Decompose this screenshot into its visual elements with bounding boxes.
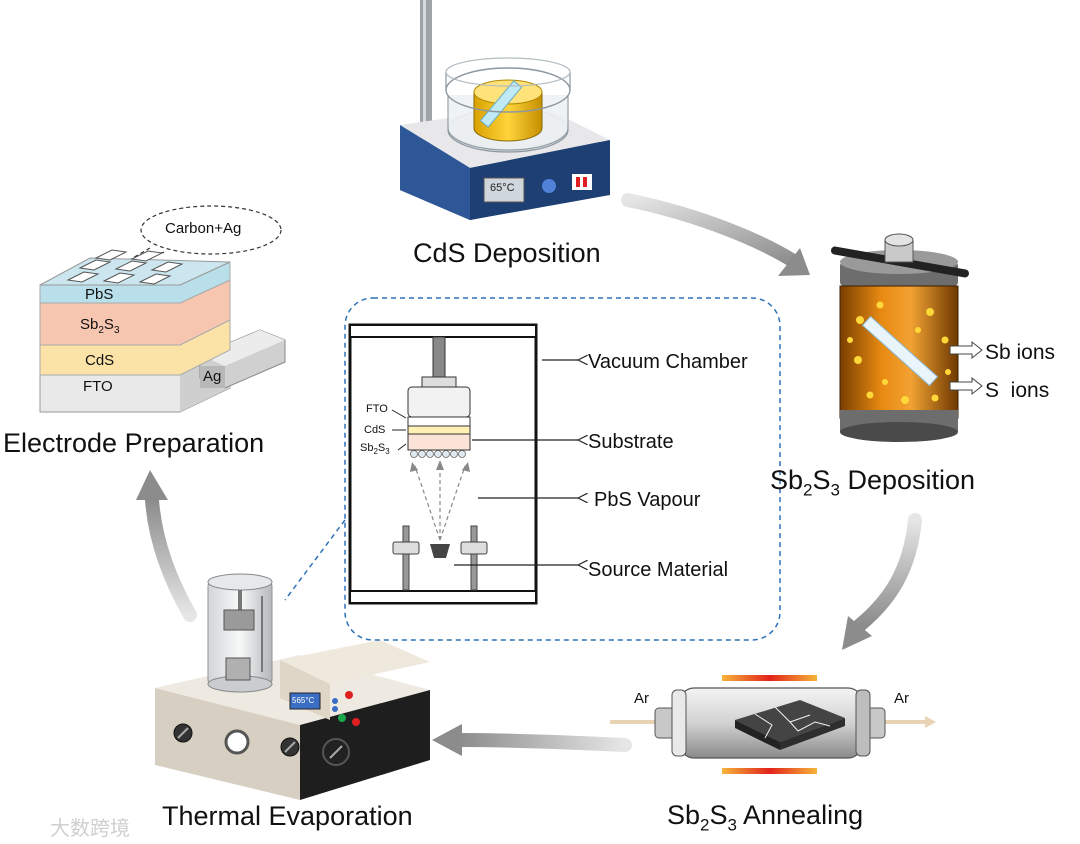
ag-pad (200, 366, 225, 388)
heater-bottom (722, 768, 817, 774)
substrate-label: Substrate (588, 431, 674, 453)
layer-cds (407, 425, 471, 435)
carbon-ag-label: Carbon+Ag (165, 220, 242, 237)
heater-top (722, 675, 817, 681)
sample-plate (735, 700, 845, 742)
vapour-arrows (414, 465, 466, 541)
arrow-thermal-to-electrode (145, 493, 197, 622)
ion-dots (847, 301, 951, 404)
power-switch (572, 174, 592, 190)
stage-sb2s3-deposition: Sb2S3 Deposition (770, 465, 976, 500)
stage-sb2s3-annealing: Sb2S3 Annealing (667, 800, 864, 835)
stage-thermal-evaporation: Thermal Evaporation (162, 801, 413, 831)
evaporator-temperature: 565°C (292, 696, 315, 705)
arrow-annealing-to-thermal (453, 733, 632, 752)
hotplate-stirrer (400, 0, 610, 220)
hotplate-temperature: 65°C (490, 182, 515, 194)
carbon-ag-pads (66, 249, 184, 285)
stage-cds-deposition: CdS Deposition (413, 238, 601, 268)
substrate-holder (407, 386, 471, 418)
jar-substrate (861, 315, 939, 387)
arrow-cds-to-sb2s3 (621, 193, 802, 269)
annealing-tube (610, 675, 936, 774)
speech-bubble (140, 205, 282, 255)
arrow-sb2s3-to-annealing (853, 513, 922, 632)
chamber-layer-fto: FTO (366, 403, 388, 415)
temperature-display (483, 177, 525, 203)
device-layer-fto: FTO (83, 378, 113, 395)
stage-electrode-preparation: Electrode Preparation (3, 428, 265, 458)
layer-sb2s3 (407, 433, 471, 451)
device-stack (39, 205, 286, 413)
s-ions-label: S ions (985, 379, 1050, 402)
evaporator-display (289, 692, 321, 710)
pbs-vapour-label: PbS Vapour (594, 489, 701, 511)
vacuum-chamber-label: Vacuum Chamber (588, 351, 748, 373)
ion-arrows (949, 340, 983, 396)
cycle-arrows (136, 193, 922, 756)
thermal-evaporator (155, 573, 430, 800)
chamber-layer-cds: CdS (364, 424, 386, 436)
ar-inlet-label: Ar (634, 690, 649, 707)
inset-border (344, 297, 781, 641)
watermark: 大数跨境 (50, 816, 130, 840)
ar-outlet-label: Ar (894, 690, 909, 707)
chamber-inset (284, 297, 781, 641)
device-layer-pbs: PbS (85, 286, 114, 303)
source-material-label: Source Material (588, 559, 729, 581)
fto-substrate (479, 80, 523, 128)
layer-fto (407, 416, 471, 427)
crucible (430, 544, 450, 558)
chamber-layer-sb2s3: Sb2S3 (360, 442, 390, 457)
sb-ions-label: Sb ions (985, 341, 1056, 364)
stir-knob (542, 179, 556, 193)
autoclave-jar (831, 233, 983, 442)
device-layer-cds: CdS (85, 352, 115, 369)
device-ag-label: Ag (203, 368, 222, 385)
beaker (473, 92, 543, 142)
knob-2 (224, 729, 250, 755)
device-layer-sb2s3: Sb2S3 (80, 316, 120, 336)
